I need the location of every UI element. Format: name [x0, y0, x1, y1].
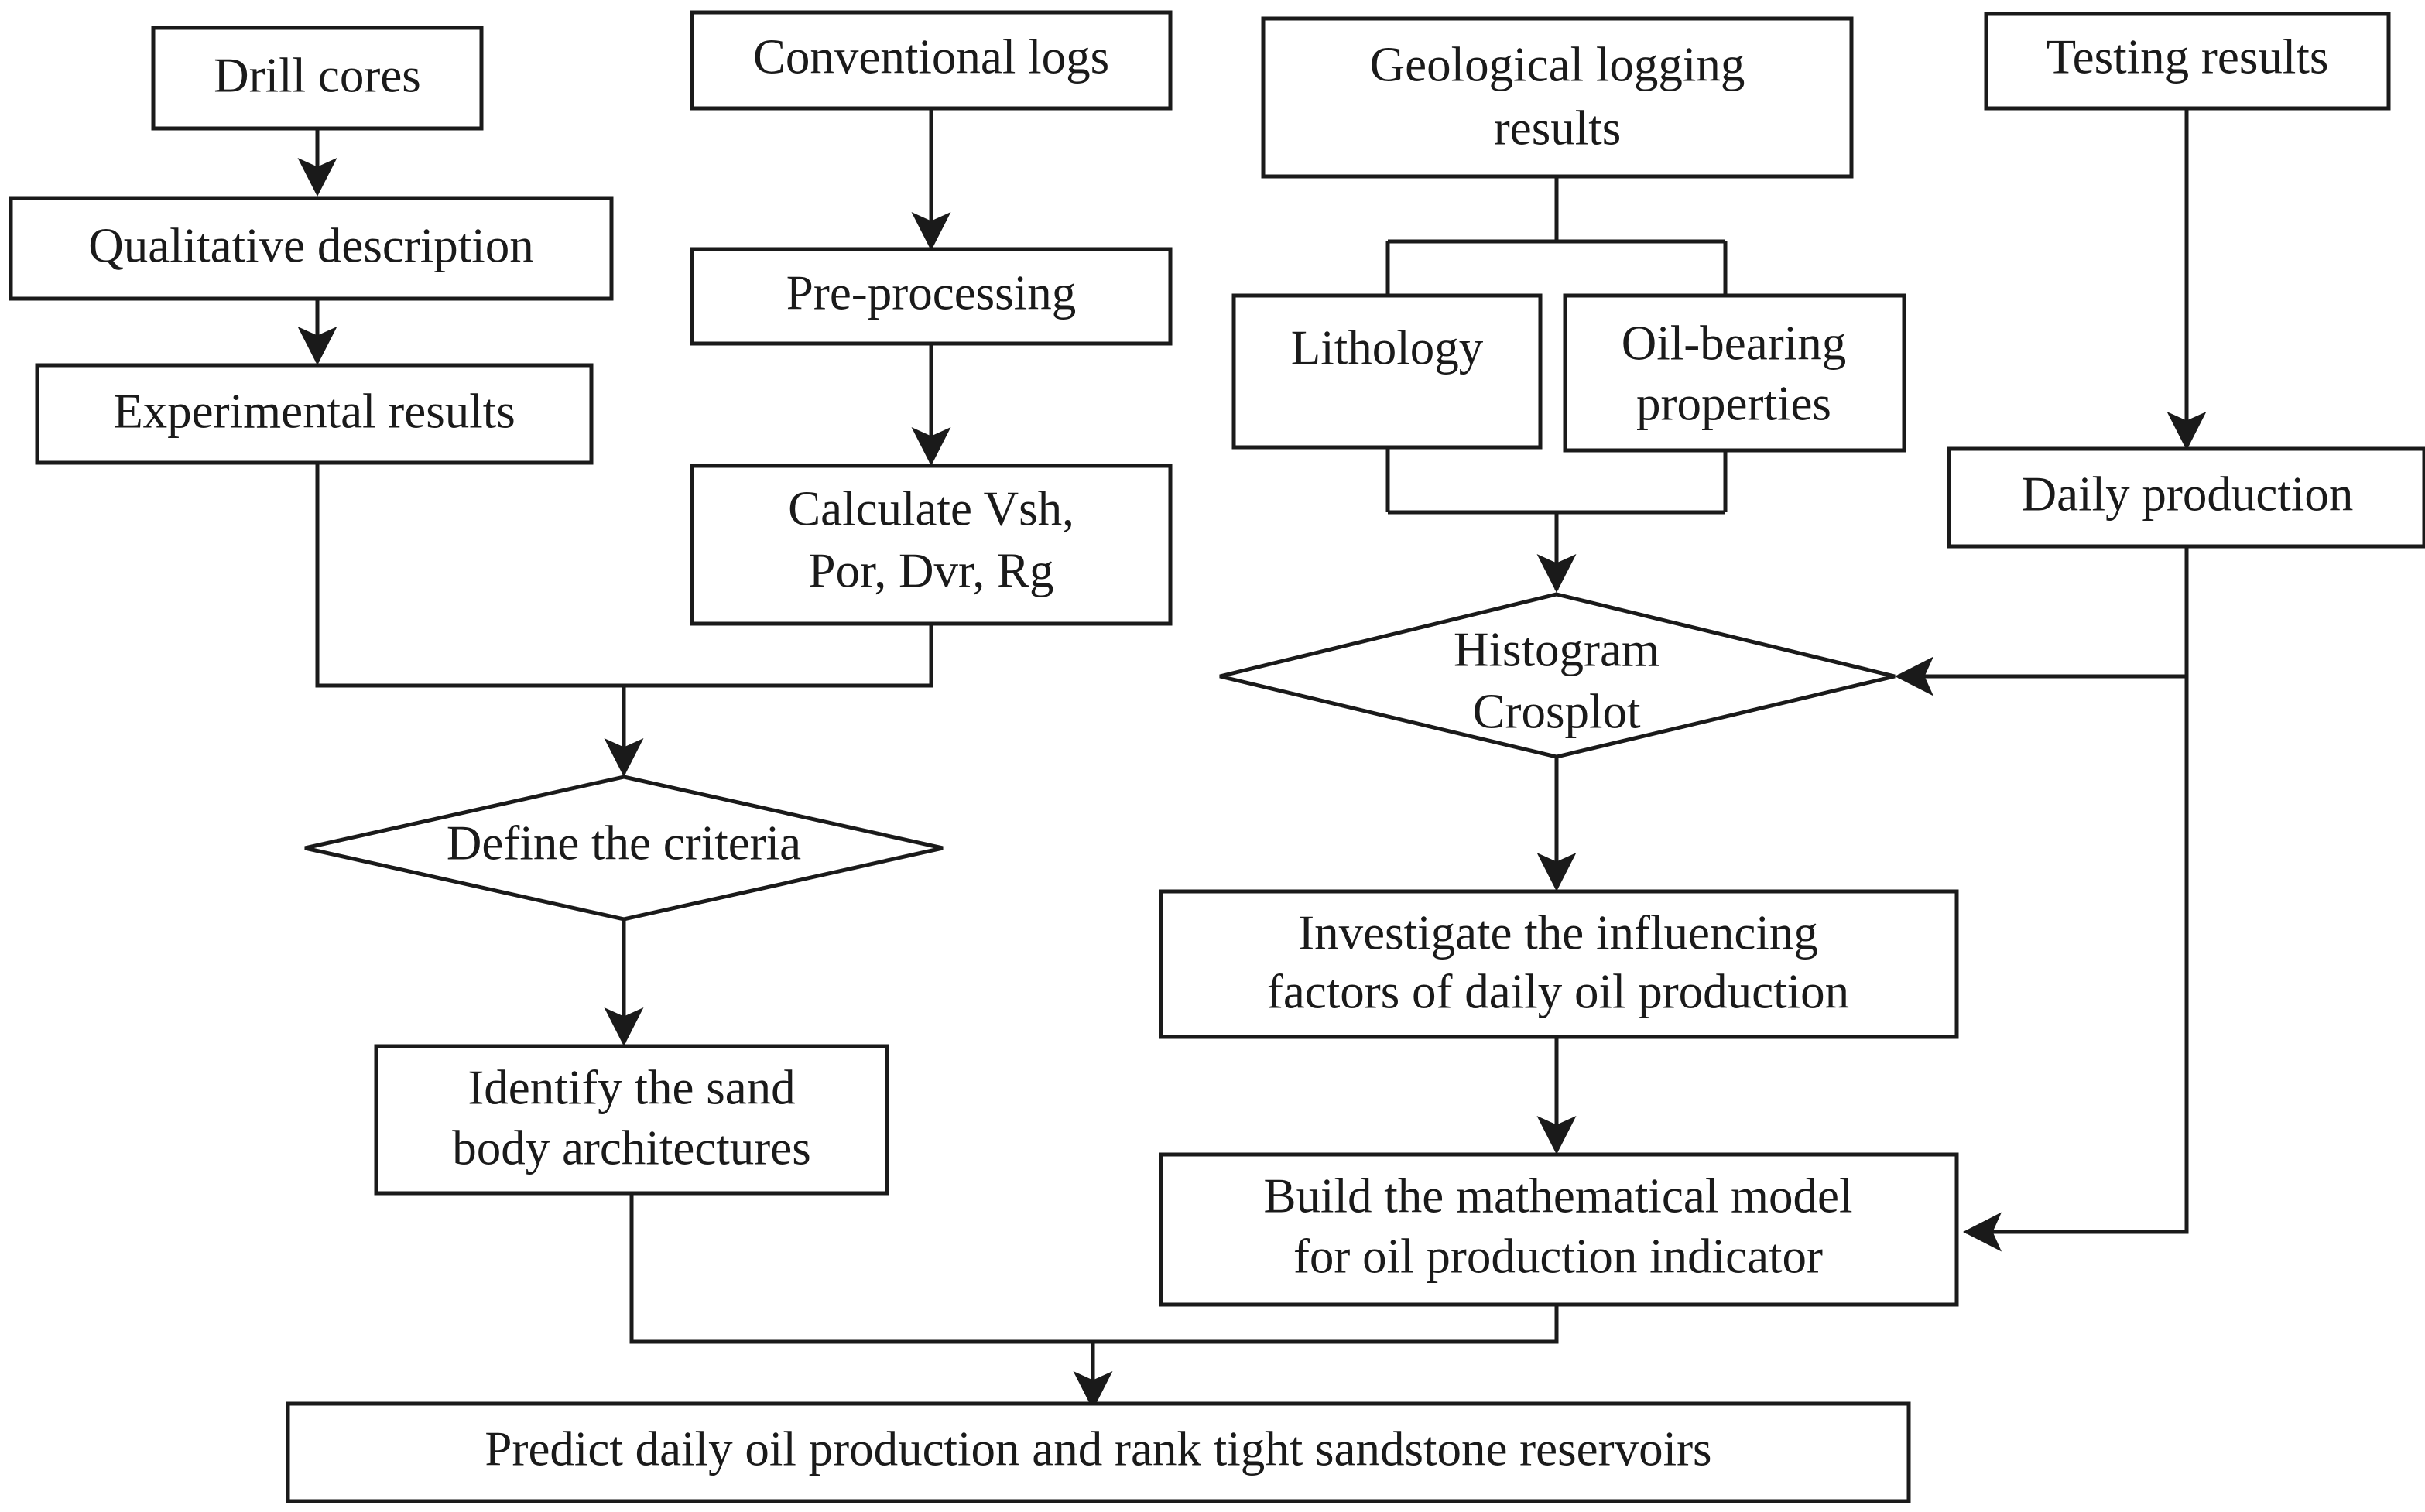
- lithology-label: Lithology: [1291, 320, 1484, 375]
- qualitative-description-box[interactable]: [9, 196, 614, 301]
- node-drill-cores[interactable]: Drill cores: [151, 26, 484, 131]
- node-experimental-results[interactable]: Experimental results: [35, 363, 594, 465]
- qualitative-description-label: Qualitative description: [88, 218, 534, 272]
- edge-buildmodel-to-final-merge: [1093, 1305, 1559, 1344]
- oil-bearing-properties-box[interactable]: [1563, 293, 1906, 453]
- predict-label: Predict daily oil production and rank ti…: [485, 1421, 1711, 1476]
- node-define-the-criteria[interactable]: Define the criteria: [304, 775, 944, 922]
- build-model-label-line1: Build the mathematical model: [1263, 1168, 1852, 1223]
- build-model-box[interactable]: [1159, 1152, 1959, 1307]
- pre-processing-label: Pre-processing: [786, 265, 1076, 320]
- oil-bearing-label-line1: Oil-bearing: [1622, 316, 1846, 370]
- identify-sand-label-line1: Identify the sand: [468, 1060, 795, 1114]
- predict-box[interactable]: [286, 1401, 1911, 1503]
- investigate-label-line1: Investigate the influencing: [1298, 905, 1818, 960]
- calculate-parameters-box[interactable]: [690, 464, 1173, 626]
- node-qualitative-description[interactable]: Qualitative description: [9, 196, 614, 301]
- calculate-parameters-label-line1: Calculate Vsh,: [788, 481, 1074, 535]
- edge-daily-to-buildmodel: [2012, 676, 2189, 1234]
- drill-cores-label: Drill cores: [214, 48, 421, 102]
- node-testing-results[interactable]: Testing results: [1984, 12, 2391, 111]
- testing-results-label: Testing results: [2047, 29, 2329, 84]
- build-model-label-line2: for oil production indicator: [1293, 1229, 1823, 1283]
- connector-layer: [297, 108, 2207, 1411]
- histogram-crosplot-label-line1: Histogram: [1454, 622, 1659, 676]
- node-build-mathematical-model[interactable]: Build the mathematical model for oil pro…: [1159, 1152, 1959, 1307]
- identify-sand-body-box[interactable]: [374, 1044, 889, 1196]
- node-oil-bearing-properties[interactable]: Oil-bearing properties: [1563, 293, 1906, 453]
- experimental-results-box[interactable]: [35, 363, 594, 465]
- conventional-logs-label: Conventional logs: [753, 29, 1109, 84]
- edge-geological-split: [1385, 176, 1728, 296]
- node-histogram-crosplot[interactable]: Histogram Crosplot: [1219, 592, 1896, 759]
- conventional-logs-box[interactable]: [690, 10, 1173, 111]
- calculate-parameters-label-line2: Por, Dvr, Rg: [809, 543, 1054, 597]
- define-criteria-label: Define the criteria: [447, 816, 801, 870]
- geological-logging-results-box[interactable]: [1261, 16, 1854, 179]
- edge-lithology-oilbearing-merge: [1385, 447, 1728, 588]
- node-predict-daily-oil-production[interactable]: Predict daily oil production and rank ti…: [286, 1401, 1911, 1503]
- daily-production-label: Daily production: [2022, 467, 2354, 521]
- drill-cores-box[interactable]: [151, 26, 484, 131]
- investigate-factors-box[interactable]: [1159, 889, 1959, 1039]
- investigate-label-line2: factors of daily oil production: [1267, 964, 1849, 1018]
- geological-logging-label-line1: Geological logging: [1370, 37, 1745, 91]
- histogram-crosplot-label-line2: Crosplot: [1472, 684, 1641, 738]
- node-geological-logging-results[interactable]: Geological logging results: [1261, 16, 1854, 179]
- node-investigate-influencing-factors[interactable]: Investigate the influencing factors of d…: [1159, 889, 1959, 1039]
- experimental-results-label: Experimental results: [113, 384, 515, 438]
- testing-results-box[interactable]: [1984, 12, 2391, 111]
- lithology-box[interactable]: [1231, 293, 1543, 450]
- identify-sand-label-line2: body architectures: [452, 1120, 811, 1175]
- oil-bearing-label-line2: properties: [1636, 376, 1831, 430]
- histogram-crosplot-diamond[interactable]: [1219, 592, 1896, 759]
- node-calculate-parameters[interactable]: Calculate Vsh, Por, Dvr, Rg: [690, 464, 1173, 626]
- edge-identify-to-final-merge: [629, 1193, 1093, 1344]
- daily-production-box[interactable]: [1947, 446, 2425, 549]
- node-daily-production[interactable]: Daily production: [1947, 446, 2425, 549]
- geological-logging-label-line2: results: [1494, 101, 1621, 155]
- edge-experimental-to-merge: [315, 463, 624, 688]
- node-identify-sand-body-architectures[interactable]: Identify the sand body architectures: [374, 1044, 889, 1196]
- edge-calculate-to-merge: [624, 624, 933, 688]
- node-pre-processing[interactable]: Pre-processing: [690, 247, 1173, 346]
- node-conventional-logs[interactable]: Conventional logs: [690, 10, 1173, 111]
- pre-processing-box[interactable]: [690, 247, 1173, 346]
- define-criteria-diamond[interactable]: [304, 775, 944, 922]
- node-lithology[interactable]: Lithology: [1231, 293, 1543, 450]
